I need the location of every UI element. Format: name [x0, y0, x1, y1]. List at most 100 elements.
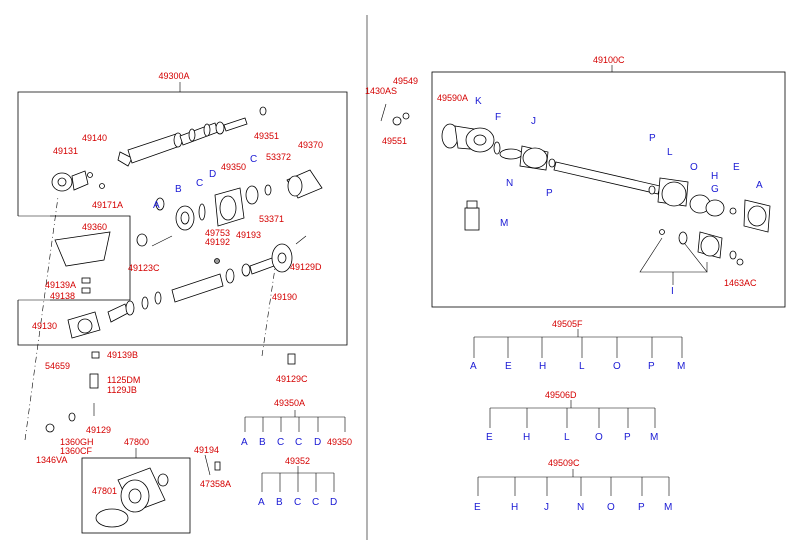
kit-49352-item-2: C — [294, 497, 301, 508]
kit-49506D-tree — [489, 400, 656, 428]
upper-shaft-drawing — [51, 106, 267, 192]
part-label-49138: 49138 — [50, 291, 75, 301]
assembly-label-49352: 49352 — [285, 456, 310, 466]
letter-N: N — [506, 178, 513, 189]
part-label-1360GH: 1360GH — [60, 437, 94, 447]
kit-49350A-item-0: A — [241, 437, 248, 448]
part-label-53372: 53372 — [266, 152, 291, 162]
kit-49505F-item-0: A — [470, 361, 477, 372]
kit-49506D-item-1: H — [523, 432, 530, 443]
kit-49350A-item-4: D — [314, 437, 321, 448]
letter-E: E — [733, 162, 740, 173]
kit-49509C-item-4: O — [607, 502, 615, 513]
kit-49505F-tree — [473, 329, 683, 358]
clutch-drawing — [95, 454, 221, 528]
part-label-1125DM: 1125DM — [107, 375, 140, 385]
kit-49350A-item-3: C — [295, 437, 302, 448]
part-label-49139A: 49139A — [45, 280, 76, 290]
assembly-label-49350A: 49350A — [274, 398, 305, 408]
kit-49509C-item-2: J — [544, 502, 549, 513]
letter-B-left: B — [175, 184, 182, 195]
center-shaft-frame — [17, 91, 348, 346]
kit-49505F-item-5: P — [648, 361, 655, 372]
bolt-1430as — [380, 103, 387, 122]
kit-49352-item-3: C — [312, 497, 319, 508]
part-label-54659: 54659 — [45, 361, 70, 371]
assembly-label-49509C: 49509C — [548, 458, 580, 468]
lower-shaft-drawing — [45, 231, 307, 433]
part-label-49753: 49753 — [205, 228, 230, 238]
letter-D-left: D — [209, 169, 216, 180]
kit-49350A-item-5: 49350 — [327, 437, 352, 447]
part-label-1360CF: 1360CF — [60, 446, 93, 456]
letter-C-left-1: C — [196, 178, 203, 189]
letter-P-right-1: P — [546, 188, 553, 199]
letter-C-left-2: C — [250, 154, 257, 165]
part-label-47358A: 47358A — [200, 479, 231, 489]
part-label-49131: 49131 — [53, 146, 78, 156]
kit-49350A-tree — [244, 410, 346, 432]
part-label-49351: 49351 — [254, 131, 279, 141]
letter-M: M — [500, 218, 508, 229]
kit-49509C-item-0: E — [474, 502, 481, 513]
part-label-1346VA: 1346VA — [36, 455, 67, 465]
part-label-53371: 53371 — [259, 214, 284, 224]
letter-A-right: A — [756, 180, 763, 191]
kit-49506D-item-2: L — [564, 432, 570, 443]
kit-49352-tree — [261, 466, 335, 492]
kit-49350A-item-2: C — [277, 437, 284, 448]
part-label-49129D: 49129D — [290, 262, 322, 272]
letter-J: J — [531, 116, 536, 127]
kit-49506D-item-4: P — [624, 432, 631, 443]
letter-H: H — [711, 171, 718, 182]
assembly-label-47800: 47800 — [124, 437, 149, 447]
kit-49350A-item-1: B — [259, 437, 266, 448]
part-label-47801: 47801 — [92, 486, 117, 496]
part-label-1430AS: 1430AS — [365, 86, 397, 96]
letter-A-left: A — [153, 200, 160, 211]
part-label-49123C: 49123C — [128, 263, 160, 273]
part-label-49171A: 49171A — [92, 200, 123, 210]
kit-49505F-item-6: M — [677, 361, 685, 372]
kit-49509C-item-3: N — [577, 502, 584, 513]
part-label-49130: 49130 — [32, 321, 57, 331]
kit-49509C-item-5: P — [638, 502, 645, 513]
part-label-49350: 49350 — [221, 162, 246, 172]
bracket-i — [639, 237, 708, 273]
part-label-49551: 49551 — [382, 136, 407, 146]
letter-L: L — [667, 147, 673, 158]
kit-49509C-item-1: H — [511, 502, 518, 513]
part-label-49370: 49370 — [298, 140, 323, 150]
kit-49506D-item-3: O — [595, 432, 603, 443]
part-label-49140: 49140 — [82, 133, 107, 143]
part-label-49139B: 49139B — [107, 350, 138, 360]
letter-F: F — [495, 112, 501, 123]
assembly-label-49300A: 49300A — [158, 71, 189, 81]
part-label-49194: 49194 — [194, 445, 219, 455]
kit-49509C-item-6: M — [664, 502, 672, 513]
kit-49505F-item-3: L — [579, 361, 585, 372]
part-label-49192: 49192 — [205, 237, 230, 247]
drive-shaft-drawing — [441, 123, 771, 266]
letter-I: I — [671, 286, 674, 297]
part-label-1463AC: 1463AC — [724, 278, 757, 288]
bracket-subframe — [50, 215, 131, 301]
part-label-49590A: 49590A — [437, 93, 468, 103]
drive-shaft-frame — [431, 71, 786, 308]
kit-49352-item-4: D — [330, 497, 337, 508]
assembly-label-49506D: 49506D — [545, 390, 577, 400]
kit-49509C-tree — [477, 469, 670, 496]
kit-49352-item-1: B — [276, 497, 283, 508]
part-label-49190: 49190 — [272, 292, 297, 302]
kit-49505F-item-2: H — [539, 361, 546, 372]
letter-O: O — [690, 162, 698, 173]
letter-G: G — [711, 184, 719, 195]
letter-P-right-2: P — [649, 133, 656, 144]
part-label-1129JB: 1129JB — [107, 385, 137, 395]
part-label-49129: 49129 — [86, 425, 111, 435]
part-label-49129C: 49129C — [276, 374, 308, 384]
part-label-49193: 49193 — [236, 230, 261, 240]
kit-49505F-item-1: E — [505, 361, 512, 372]
assembly-label-49100C: 49100C — [593, 55, 625, 65]
